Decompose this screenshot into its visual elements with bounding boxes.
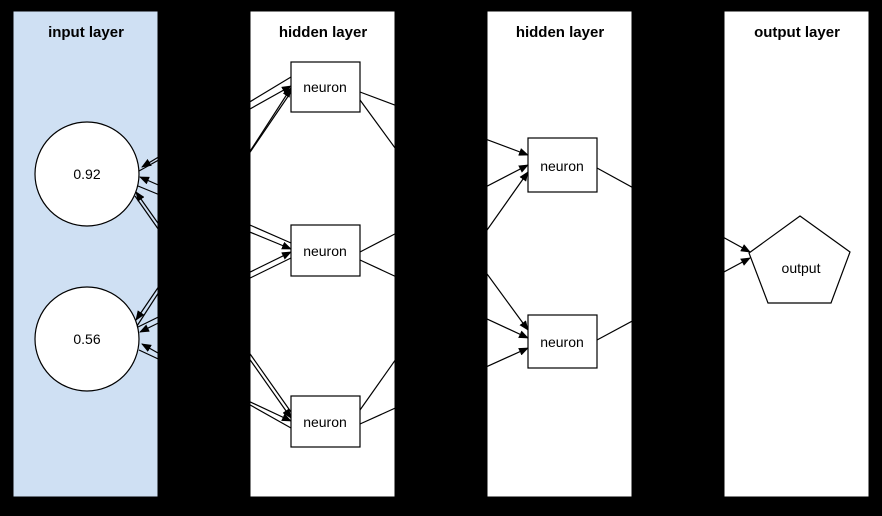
output-label: output bbox=[782, 260, 821, 276]
node-hidden1-2[interactable]: neuron bbox=[290, 224, 361, 277]
neuron-label: neuron bbox=[303, 414, 347, 430]
neuron-box[interactable] bbox=[290, 224, 361, 277]
panel-title-input: input layer bbox=[48, 24, 124, 41]
node-hidden1-3[interactable]: neuron bbox=[290, 395, 361, 448]
neuron-label: neuron bbox=[303, 79, 347, 95]
panel-title-output: output layer bbox=[754, 24, 840, 41]
input-node-circle[interactable] bbox=[34, 286, 140, 392]
node-input-1[interactable]: 0.92 bbox=[34, 121, 140, 227]
node-hidden2-1[interactable]: neuron bbox=[527, 137, 598, 193]
input-node-value: 0.56 bbox=[73, 331, 100, 347]
panel-title-hidden2: hidden layer bbox=[516, 24, 605, 41]
neuron-box[interactable] bbox=[527, 137, 598, 193]
panel-input-background bbox=[12, 10, 159, 498]
edge-layer bbox=[134, 76, 751, 429]
panel-backgrounds bbox=[12, 10, 870, 498]
panel-hidden2-background bbox=[486, 10, 633, 498]
neuron-box[interactable] bbox=[290, 61, 361, 113]
neuron-box[interactable] bbox=[290, 395, 361, 448]
node-output-1[interactable]: output bbox=[748, 215, 851, 304]
neuron-label: neuron bbox=[540, 158, 584, 174]
node-input-2[interactable]: 0.56 bbox=[34, 286, 140, 392]
node-hidden1-1[interactable]: neuron bbox=[290, 61, 361, 113]
input-node-circle[interactable] bbox=[34, 121, 140, 227]
neuron-box[interactable] bbox=[527, 314, 598, 369]
input-node-value: 0.92 bbox=[73, 166, 100, 182]
node-hidden2-2[interactable]: neuron bbox=[527, 314, 598, 369]
output-pentagon[interactable] bbox=[748, 215, 851, 304]
neuron-label: neuron bbox=[540, 334, 584, 350]
panel-title-hidden1: hidden layer bbox=[279, 24, 368, 41]
neuron-label: neuron bbox=[303, 243, 347, 259]
